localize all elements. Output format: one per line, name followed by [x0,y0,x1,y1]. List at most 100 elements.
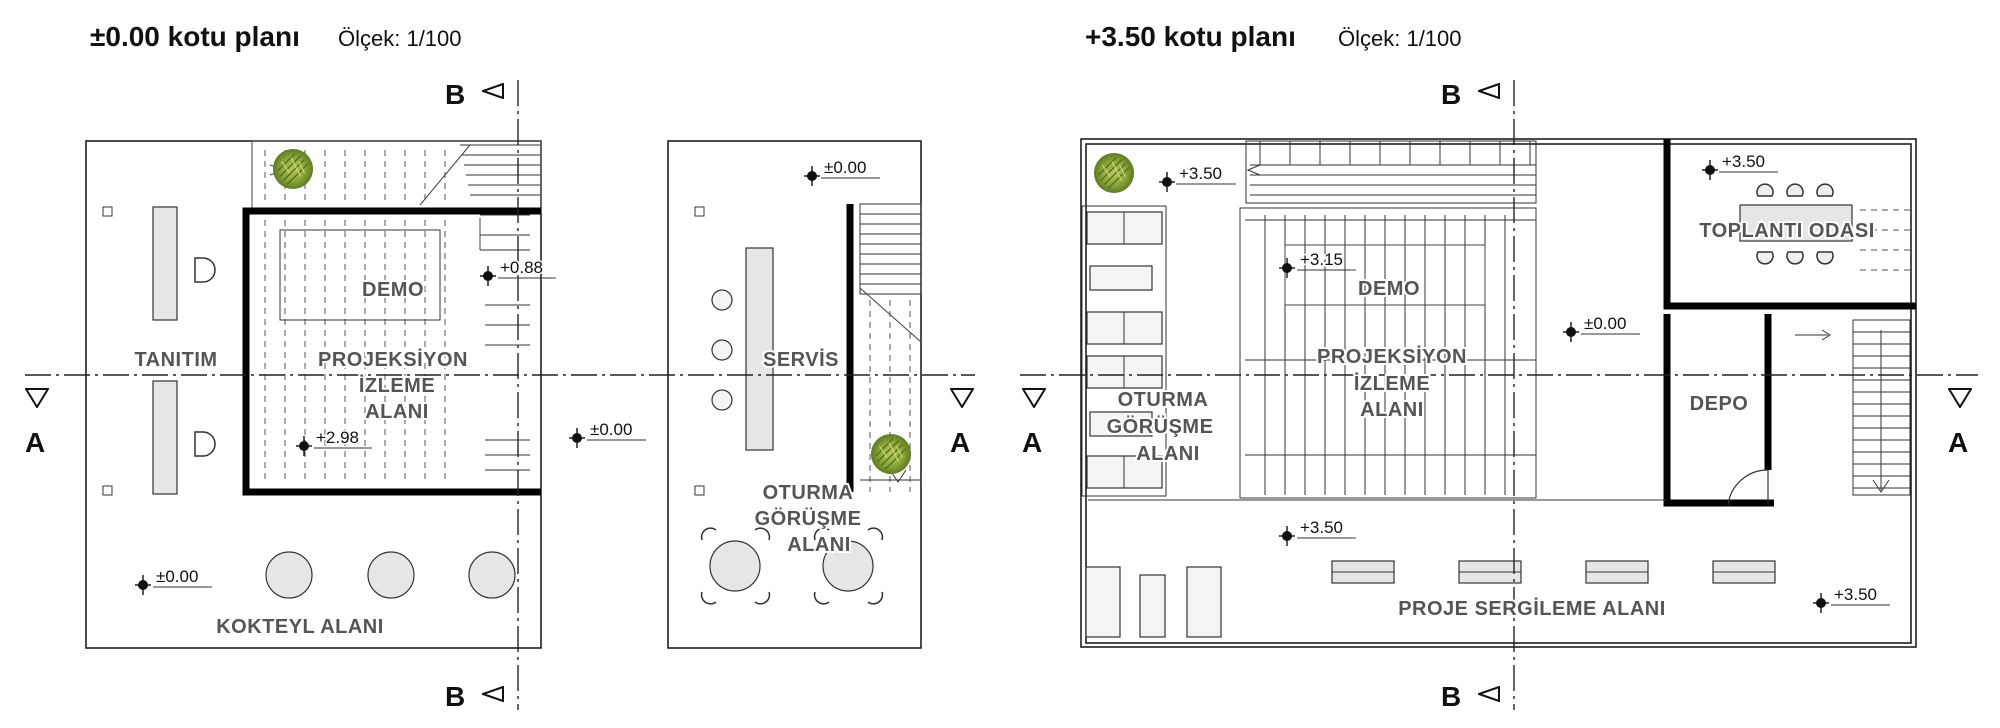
tree-icon [272,148,314,190]
section-arrow-icon [482,83,504,99]
plan-2-lounge [1081,205,1167,497]
level-marker-icon [295,436,313,456]
level-marker: +3.50 [1812,584,1890,613]
meeting-table [1739,204,1853,242]
level-marker-icon [479,266,497,286]
room-label-toplanti: TOPLANTI ODASI [1699,220,1875,242]
room-label-demo: DEMO [362,279,424,301]
level-marker-icon [568,428,586,448]
level-value: +3.50 [1179,164,1222,183]
level-marker: +0.88 [479,257,556,286]
room-label-izleme: İZLEME [1354,372,1430,395]
level-value: ±0.00 [1584,314,1626,333]
plan-1-projection-walls [242,207,541,496]
plan-2-right-stair [1852,319,1911,496]
level-marker: ±0.00 [1562,313,1640,342]
level-marker: ±0.00 [568,419,646,448]
level-marker-icon [1562,322,1580,342]
section-arrow-icon [1022,388,1046,408]
stool [194,431,216,457]
level-marker-icon [803,166,821,186]
bar-stool [711,389,733,411]
room-label-alani: ALANI [1136,443,1200,465]
room-label-gorusme: GÖRÜŞME [1107,415,1214,438]
plan-1-drawing: TANITIM DEMO PROJEKSİYON İZLEME ALANI SE… [25,79,975,712]
section-mark-a: A [25,427,45,458]
level-value: ±0.00 [156,567,198,586]
room-label-servis: SERVİS [763,348,839,371]
room-label-projeksiyon: PROJEKSİYON [1317,345,1467,368]
plan-2-drawing: OTURMA GÖRÜŞME ALANI DEMO PROJEKSİYON İZ… [1020,79,1978,712]
section-mark-a: A [1948,427,1968,458]
plan-1-title: ±0.00 kotu planı Ölçek: 1/100 [90,21,462,52]
section-arrow-icon [1478,83,1500,99]
level-value: +3.50 [1300,518,1343,537]
room-label-oturma: OTURMA [1118,389,1209,411]
storage-wall [1663,314,1774,507]
column [694,485,705,496]
room-label-projeksiyon: PROJEKSİYON [318,348,468,371]
room-label-izleme: İZLEME [359,374,435,397]
level-value: +3.15 [1300,250,1343,269]
room-label-alani: ALANI [787,534,851,556]
cocktail-table [468,551,516,599]
plan-1-projection-hatch [264,214,530,480]
section-arrow-icon [482,686,504,702]
meeting-room-wall [1663,139,1916,310]
level-marker-icon [1278,258,1296,278]
level-value: +2.98 [316,428,359,447]
level-marker-icon [134,575,152,595]
section-mark-b: B [445,79,465,110]
exhibit-benches [1331,560,1776,584]
stair-arrow-icon [1795,329,1831,341]
round-table [709,540,761,592]
level-marker: +3.50 [1158,163,1236,192]
meeting-table-set [700,527,884,605]
level-marker: ±0.00 [803,157,880,186]
level-value: +3.50 [1722,152,1765,171]
plan-1-scale: Ölçek: 1/100 [338,26,462,51]
level-marker: +2.98 [295,427,372,456]
plan-1-outline-right [667,140,922,649]
room-label-oturma: OTURMA [763,482,854,504]
section-mark-b: B [1441,681,1461,712]
room-label-depo: DEPO [1690,393,1749,415]
section-arrow-icon [25,388,49,408]
plan-2-scale: Ölçek: 1/100 [1338,26,1462,51]
door-swing [1727,469,1769,506]
level-marker: +3.50 [1278,517,1356,546]
level-value: +0.88 [500,258,543,277]
section-arrow-icon [1478,686,1500,702]
section-arrow-icon [950,388,974,408]
plan-2-outline [1080,138,1917,648]
cocktail-table [367,551,415,599]
stool [194,257,216,283]
display-panel [152,206,178,321]
section-arrow-icon [1948,388,1972,408]
section-mark-b: B [1441,79,1461,110]
level-value: ±0.00 [824,158,866,177]
plan-2-title: +3.50 kotu planı Ölçek: 1/100 [1085,21,1462,52]
level-marker: ±0.00 [134,566,212,595]
level-value: ±0.00 [590,420,632,439]
room-label-alani: ALANI [1360,399,1424,421]
column [102,485,113,496]
room-label-tanitim: TANITIM [134,349,217,371]
room-label-proje: PROJE SERGİLEME ALANI [1398,597,1666,620]
section-mark-a: A [950,427,970,458]
tree-icon [1093,152,1135,194]
column [694,206,705,217]
level-marker: +3.50 [1701,151,1778,180]
level-marker-icon [1812,593,1830,613]
section-mark-a: A [1022,427,1042,458]
plan-2-projection-seating [1239,207,1537,499]
plan-2-title-text: +3.50 kotu planı [1085,21,1296,52]
plan-2-bottom-seating [1085,566,1222,638]
bar-stool [711,289,733,311]
display-panel [152,380,178,495]
plan-2-upper-stair [1245,140,1537,204]
room-label-demo: DEMO [1358,278,1420,300]
cocktail-tables [265,551,516,599]
level-marker-icon [1701,160,1719,180]
